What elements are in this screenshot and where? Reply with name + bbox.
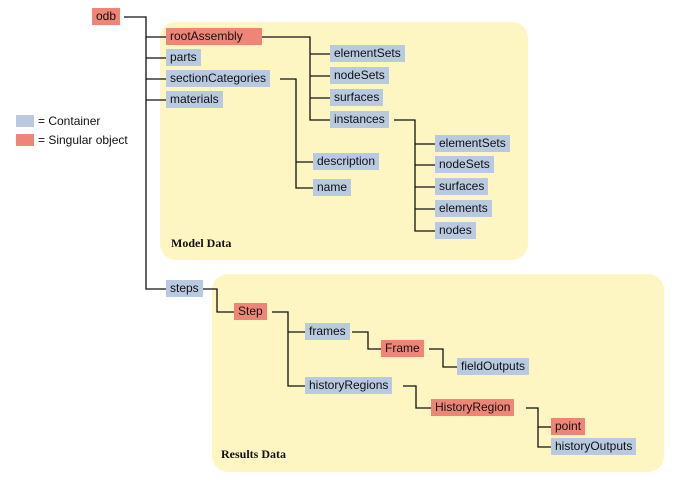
- node-root-assembly: rootAssembly: [166, 28, 262, 45]
- results-data-label: Results Data: [221, 447, 286, 461]
- node-description: description: [313, 153, 380, 170]
- connector: [280, 78, 313, 189]
- connector: [124, 16, 166, 290]
- node-name: name: [313, 179, 352, 196]
- connector: [352, 331, 381, 350]
- node-step: Step: [234, 303, 267, 320]
- container-legend-label: = Container: [38, 114, 101, 128]
- node-point: point: [551, 418, 586, 435]
- connector: [203, 288, 234, 313]
- connector: [394, 119, 435, 232]
- node-odb: odb: [92, 8, 121, 25]
- node-steps: steps: [166, 280, 203, 297]
- node-in-elements: elements: [435, 200, 492, 217]
- node-frames: frames: [305, 323, 350, 340]
- connector: [262, 36, 330, 121]
- node-in-surfaces: surfaces: [435, 178, 489, 195]
- connector: [272, 311, 305, 387]
- connector: [429, 348, 457, 368]
- node-ra-node-sets: nodeSets: [330, 67, 389, 84]
- node-in-element-sets: elementSets: [435, 135, 510, 152]
- node-materials: materials: [166, 91, 223, 108]
- node-history-regions: historyRegions: [305, 377, 393, 394]
- node-frame: Frame: [381, 340, 424, 357]
- node-parts: parts: [166, 49, 201, 66]
- model-data-label: Model Data: [171, 236, 232, 250]
- node-in-nodes: nodes: [435, 222, 476, 239]
- node-history-region: HistoryRegion: [431, 399, 515, 416]
- singular-swatch: [16, 134, 34, 146]
- container-swatch: [16, 115, 34, 127]
- node-ra-element-sets: elementSets: [330, 45, 405, 62]
- node-field-outputs: fieldOutputs: [457, 358, 530, 375]
- node-in-node-sets: nodeSets: [435, 156, 494, 173]
- node-ra-surfaces: surfaces: [330, 89, 384, 106]
- node-section-categories: sectionCategories: [166, 70, 271, 87]
- connector: [403, 385, 431, 409]
- node-history-outputs: historyOutputs: [551, 438, 637, 455]
- singular-legend-label: = Singular object: [38, 133, 128, 147]
- node-instances: instances: [330, 111, 389, 128]
